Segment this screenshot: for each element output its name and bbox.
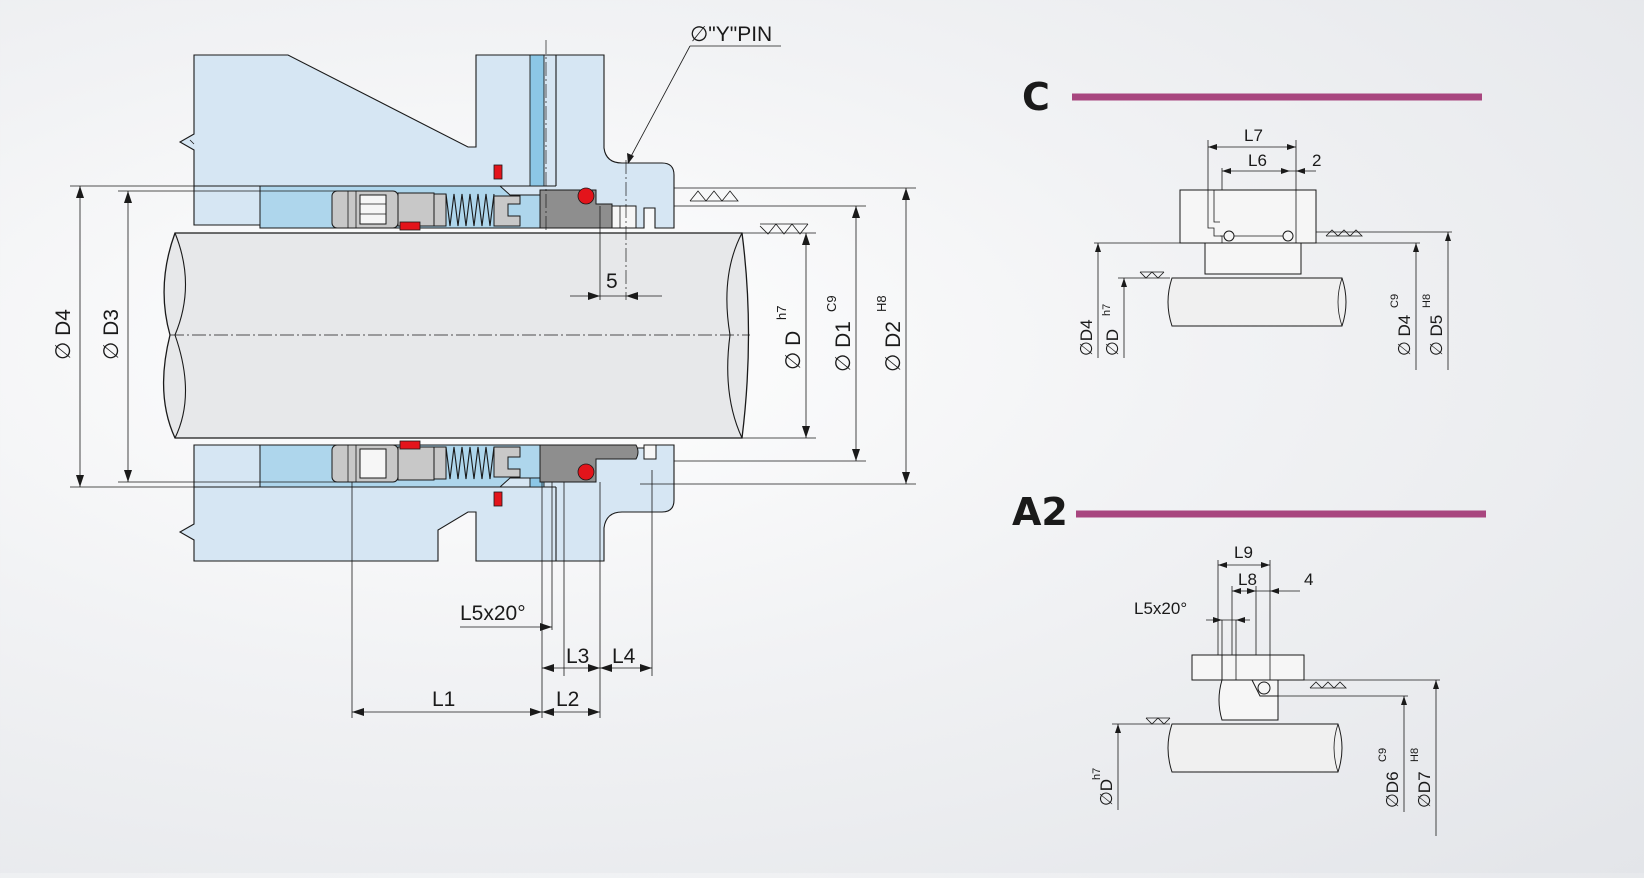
dim-d2-sup: H8 [874, 295, 889, 312]
upper-oring-housing [493, 164, 503, 180]
finish-mark-shaft [759, 223, 809, 235]
variant-c-2: 2 [1312, 151, 1321, 170]
dim-d1: ∅ D1 [832, 321, 855, 372]
dim-d1-sup: C9 [824, 295, 839, 312]
lower-spring [445, 446, 495, 480]
variant-a2-d7: ∅D7 [1415, 771, 1434, 808]
variant-a2-d-left: ∅D [1097, 779, 1116, 806]
dim-d: ∅ D [782, 331, 805, 370]
shaft [162, 232, 750, 439]
dim-d3: ∅ D3 [100, 309, 123, 360]
upper-flush-channel [529, 54, 545, 187]
variant-a2-l9: L9 [1234, 543, 1253, 562]
variant-c-l7: L7 [1244, 126, 1263, 145]
upper-spring [445, 193, 495, 227]
variant-a2-chamfer: L5x20° [1134, 599, 1187, 618]
lower-oring-housing [493, 491, 503, 507]
variant-c-seat [1179, 189, 1317, 244]
dim-d2: ∅ D2 [882, 321, 905, 372]
variant-a2-d-left-sup: h7 [1091, 768, 1103, 780]
variant-c-d4-right: ∅ D4 [1395, 315, 1414, 356]
variant-c: C L7 L6 2 ∅D4 [1022, 75, 1482, 370]
lower-rotating-face [539, 444, 639, 483]
variant-c-d5-sup: H8 [1421, 294, 1433, 308]
variant-a2-d6: ∅D6 [1383, 771, 1402, 808]
variant-a2-d6-sup: C9 [1377, 748, 1389, 762]
upper-stationary-seat [611, 205, 637, 229]
upper-oring-seat [577, 187, 595, 205]
variant-c-l6: L6 [1248, 151, 1267, 170]
upper-oring-shaft [399, 221, 421, 231]
variant-c-d4-left: ∅D4 [1077, 319, 1096, 356]
dim-d-sup: h7 [774, 306, 789, 320]
variant-a2-seat [1191, 654, 1305, 681]
variant-c-d5: ∅ D5 [1427, 315, 1446, 356]
variant-c-title: C [1022, 75, 1050, 119]
dim-l2: L2 [556, 688, 579, 711]
variant-a2-shaft [1167, 723, 1343, 773]
variant-a2-l8: L8 [1238, 570, 1257, 589]
lower-pusher [493, 446, 521, 478]
lower-oring-seat [577, 463, 595, 481]
main-section-view: ∅"Y"PIN ∅ D4 ∅ D3 ∅ D h7 ∅ D1 C9 [52, 23, 916, 718]
variant-a2-title: A2 [1012, 490, 1068, 534]
variant-c-d-left-sup: h7 [1101, 304, 1113, 316]
dim-l1: L1 [432, 688, 455, 711]
variant-c-shaft [1167, 277, 1347, 327]
variant-c-d4-right-sup: C9 [1389, 294, 1401, 308]
dim-l4: L4 [612, 645, 636, 668]
dim-l5-chamfer: L5x20° [460, 602, 526, 625]
variant-a2: A2 L9 L8 4 L5x20° [1012, 490, 1486, 836]
dim-l3: L3 [566, 645, 589, 668]
dim-d4: ∅ D4 [52, 309, 75, 360]
pin-label: ∅"Y"PIN [690, 23, 772, 46]
variant-a2-d7-sup: H8 [1409, 748, 1421, 762]
upper-set-screw [359, 194, 387, 225]
variant-c-d-left: ∅D [1103, 329, 1122, 356]
lower-oring-shaft [399, 440, 421, 450]
finish-mark-housing [689, 190, 739, 202]
variant-a2-4: 4 [1304, 570, 1313, 589]
dim-5: 5 [606, 270, 618, 293]
upper-pusher [493, 195, 521, 227]
